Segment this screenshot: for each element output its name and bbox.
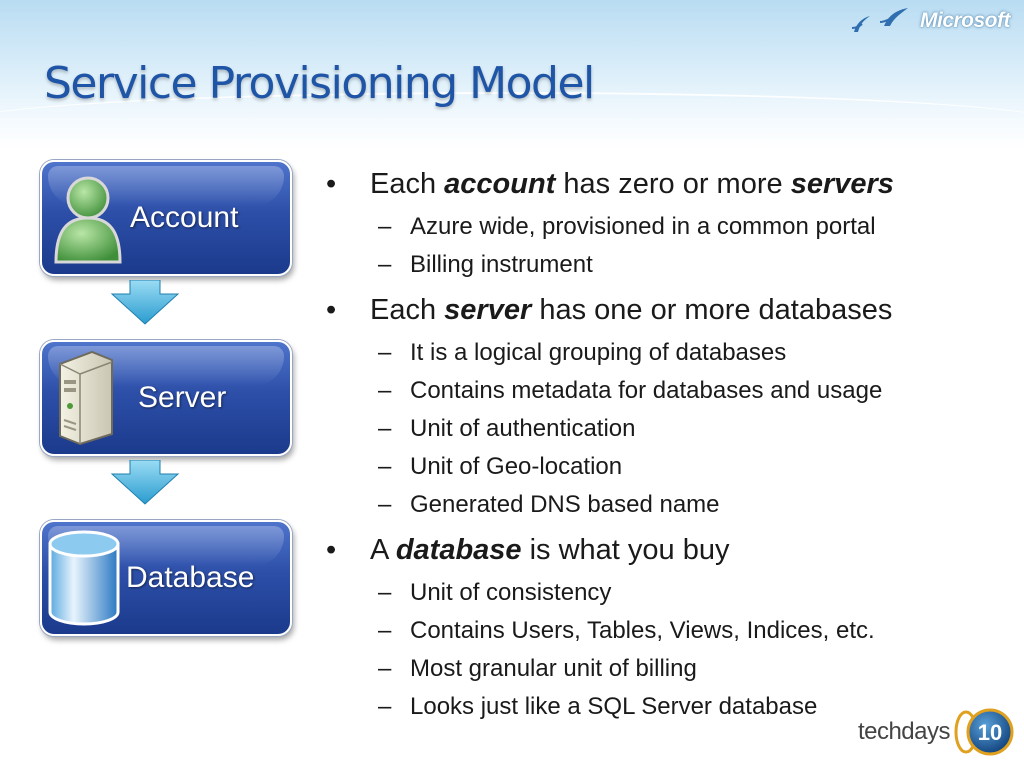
sub-bullet: –Most granular unit of billing — [378, 655, 697, 682]
header-background — [0, 0, 1024, 150]
header-swoosh — [0, 92, 1024, 154]
account-label: Account — [130, 201, 239, 234]
techdays-logo-text: techdays — [857, 718, 951, 745]
microsoft-logo-text: Microsoft — [920, 9, 1011, 32]
sub-bullet: –Unit of authentication — [378, 415, 636, 442]
sub-bullet: –Unit of Geo-location — [378, 453, 623, 480]
sub-bullet: –Looks just like a SQL Server database — [378, 693, 818, 720]
sub-bullet: –Contains metadata for databases and usa… — [378, 377, 883, 404]
techdays-logo: techdays 10 — [858, 708, 1014, 756]
arrow-down-icon — [110, 280, 180, 325]
slide-title: Service Provisioning Model — [44, 58, 595, 109]
account-box: Account — [40, 160, 292, 276]
database-box: Database — [40, 520, 292, 636]
server-box: Server — [40, 340, 292, 456]
microsoft-logo: Microsoft — [848, 6, 1011, 36]
sub-bullet: –Azure wide, provisioned in a common por… — [378, 213, 876, 240]
bullet-account: • Each account has zero or more servers — [326, 168, 894, 200]
sub-bullet: –Billing instrument — [378, 251, 593, 278]
techdays-badge-icon: 10 — [954, 708, 1014, 756]
bullet-server: • Each server has one or more databases — [326, 294, 893, 326]
database-icon — [48, 530, 120, 626]
provisioning-diagram: Account Serv — [40, 160, 292, 640]
database-label: Database — [126, 561, 255, 594]
bullet-list: • Each account has zero or more servers … — [322, 160, 1012, 726]
sub-bullet: –Contains Users, Tables, Views, Indices,… — [378, 617, 875, 644]
sub-bullet: –Unit of consistency — [378, 579, 612, 606]
sub-bullet: –Generated DNS based name — [378, 491, 720, 518]
birds-icon — [851, 8, 908, 32]
user-icon — [54, 176, 122, 264]
bullet-database: • A database is what you buy — [326, 534, 730, 566]
server-label: Server — [138, 381, 227, 414]
server-icon — [59, 350, 113, 446]
techdays-badge-number: 10 — [978, 720, 1002, 745]
sub-bullet: –It is a logical grouping of databases — [378, 339, 787, 366]
arrow-down-icon — [110, 460, 180, 505]
